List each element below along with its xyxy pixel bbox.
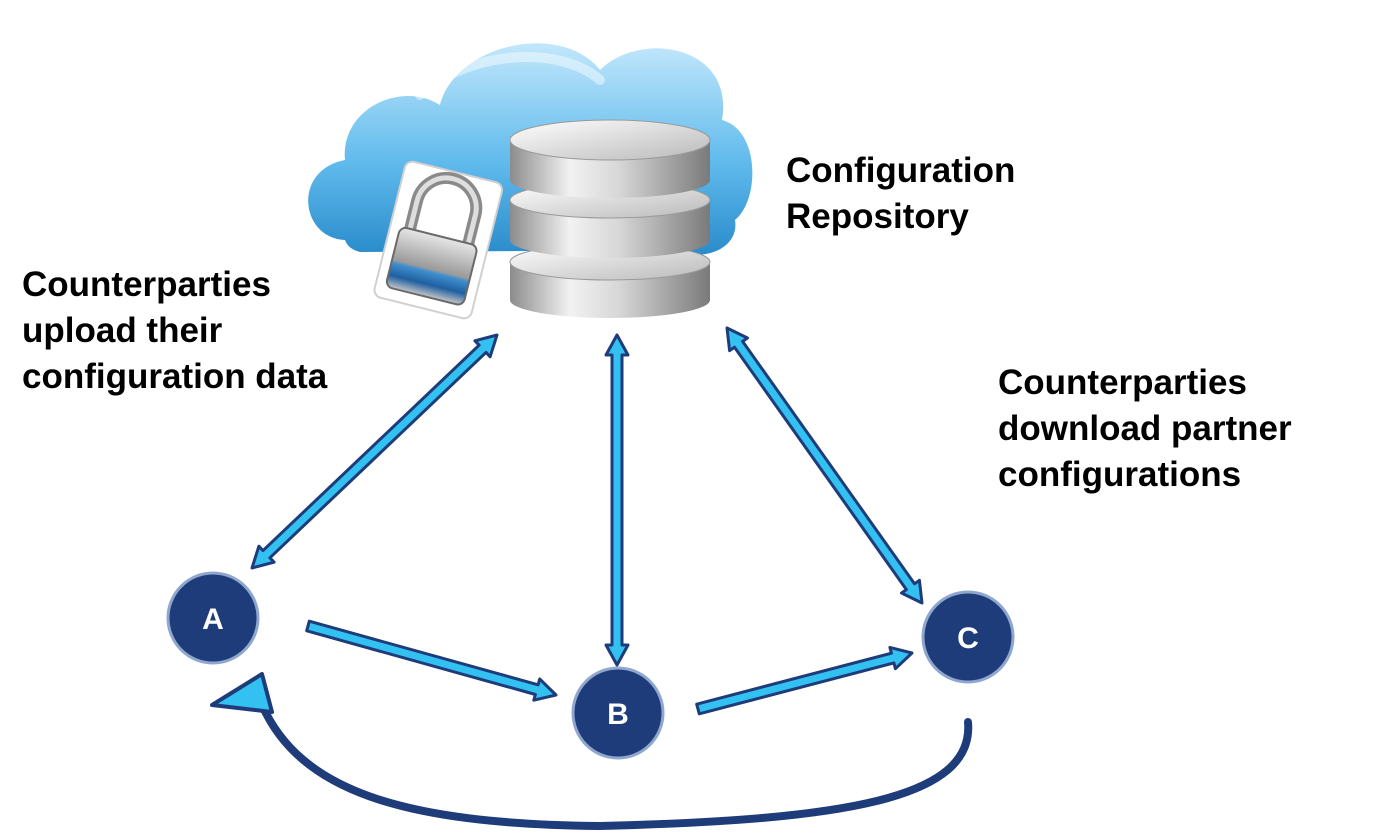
node-c-label: C bbox=[957, 622, 979, 655]
arrow-repo-b bbox=[604, 333, 630, 667]
repository-label-line-1: Configuration bbox=[786, 151, 1016, 190]
download-label: Counterparties download partner configur… bbox=[998, 360, 1292, 498]
download-label-line-3: configurations bbox=[998, 455, 1242, 494]
node-arrows bbox=[305, 619, 914, 716]
arrow-repo-c bbox=[725, 326, 924, 605]
upload-label-line-2: upload their bbox=[22, 311, 223, 350]
return-arrow bbox=[210, 672, 973, 831]
arrow-repo-a bbox=[250, 333, 499, 570]
repository-arrows bbox=[250, 326, 924, 667]
node-b: B bbox=[571, 666, 665, 760]
database-icon bbox=[509, 119, 711, 318]
download-label-line-2: download partner bbox=[998, 409, 1292, 448]
download-label-line-1: Counterparties bbox=[998, 363, 1247, 402]
upload-label-line-1: Counterparties bbox=[22, 265, 271, 304]
arrow-b-c bbox=[695, 645, 914, 716]
node-b-label: B bbox=[607, 698, 629, 731]
node-c: C bbox=[921, 590, 1015, 684]
repository-label: Configuration Repository bbox=[786, 148, 1015, 240]
repository-label-line-2: Repository bbox=[786, 197, 969, 236]
upload-label-line-3: configuration data bbox=[22, 357, 328, 396]
node-a-label: A bbox=[202, 603, 224, 636]
upload-label: Counterparties upload their configuratio… bbox=[22, 262, 327, 400]
padlock-icon bbox=[373, 160, 503, 320]
node-a: A bbox=[166, 571, 260, 665]
arrow-a-b bbox=[305, 619, 558, 702]
